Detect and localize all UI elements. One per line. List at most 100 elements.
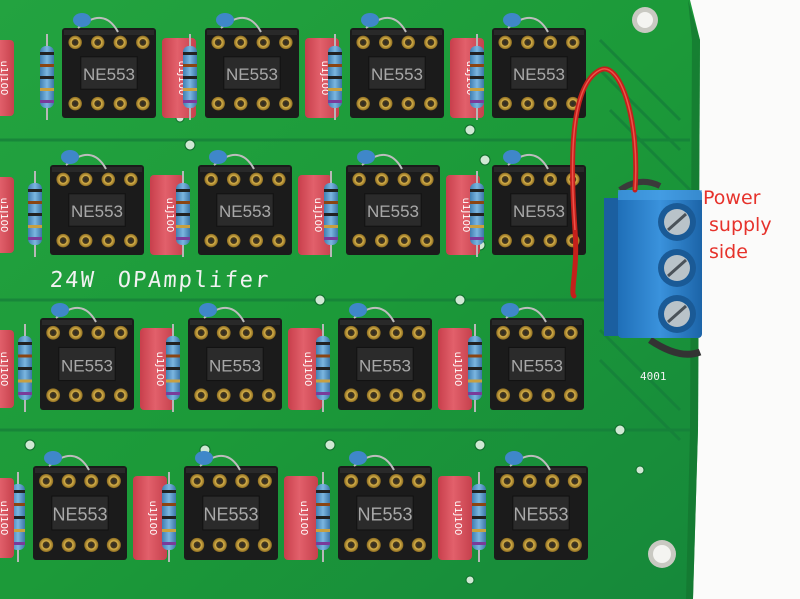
chip-marking: NE553 [83, 65, 135, 84]
ceramic-capacitor [61, 150, 107, 170]
socket-pin [344, 473, 359, 489]
socket-pin [411, 325, 426, 340]
capacitor-marking: u1J100 [319, 61, 330, 96]
socket-pin [420, 233, 434, 248]
socket-pin [61, 473, 76, 489]
socket-pin [543, 172, 558, 187]
socket-pin [90, 35, 105, 50]
resistor [470, 34, 484, 120]
capacitor-marking: u1J100 [164, 198, 175, 233]
socket-pin [520, 96, 535, 111]
socket-pin [91, 388, 106, 403]
film-capacitor: u1J100 [438, 328, 472, 410]
socket-pin [272, 172, 286, 187]
capacitor-marking: u1J100 [460, 198, 471, 233]
film-capacitor: u1J100 [0, 478, 14, 558]
ceramic-capacitor [357, 150, 403, 170]
socket-pin [68, 325, 83, 340]
ic-socket: NE553 [62, 28, 156, 118]
socket-pin [356, 35, 370, 50]
socket-pin [498, 233, 512, 248]
annotation-line-2: supply [709, 214, 772, 236]
ceramic-capacitor [361, 13, 407, 33]
socket-pin [235, 537, 250, 553]
socket-pin [256, 35, 271, 50]
socket-pin [522, 473, 537, 489]
socket-pin [378, 96, 393, 111]
chip-marking: NE553 [226, 65, 278, 84]
ceramic-capacitor [195, 451, 241, 471]
socket-pin [520, 233, 535, 248]
socket-pin [84, 537, 99, 553]
resistor [176, 171, 190, 257]
ic-socket: NE553 [205, 28, 299, 118]
ceramic-capacitor [503, 150, 549, 170]
socket-pin [520, 172, 535, 187]
socket-pin [211, 96, 225, 111]
resistor [324, 171, 338, 257]
socket-pin [84, 473, 99, 489]
socket-pin [39, 537, 54, 553]
resistor [316, 324, 330, 412]
ceramic-capacitor [209, 150, 255, 170]
socket-pin [411, 388, 426, 403]
socket-pin [543, 233, 558, 248]
chip-marking: NE553 [513, 65, 565, 84]
capacitor-marking: u1J100 [298, 501, 309, 536]
socket-pin [226, 172, 241, 187]
socket-pin [78, 233, 93, 248]
chip-marking: NE553 [61, 356, 113, 375]
socket-pin [389, 325, 404, 340]
socket-pin [520, 35, 535, 50]
socket-pin [498, 96, 512, 111]
socket-pin [545, 473, 560, 489]
socket-pin [389, 388, 404, 403]
socket-pin [411, 537, 426, 553]
resistor [162, 472, 176, 562]
resistor [166, 324, 180, 412]
socket-pin [249, 172, 264, 187]
socket-pin [401, 35, 416, 50]
socket-pin [389, 537, 404, 553]
socket-pin [56, 233, 70, 248]
ceramic-capacitor [216, 13, 262, 33]
ic-socket: NE553 [346, 165, 440, 255]
socket-pin [61, 537, 76, 553]
socket-pin [518, 325, 533, 340]
annotation-line-1: Power [703, 187, 761, 209]
socket-pin [541, 325, 556, 340]
socket-pin [397, 172, 412, 187]
socket-pin [194, 388, 209, 403]
socket-pin [194, 325, 209, 340]
resistor [18, 324, 32, 412]
socket-pin [498, 35, 512, 50]
socket-pin [90, 96, 105, 111]
socket-pin [279, 35, 293, 50]
capacitor-marking: u1J100 [312, 198, 323, 233]
ic-socket: NE553 [188, 318, 282, 410]
socket-pin [352, 233, 366, 248]
socket-pin [249, 233, 264, 248]
socket-pin [261, 325, 276, 340]
socket-pin [204, 233, 218, 248]
film-capacitor: u1J100 [150, 175, 184, 255]
capacitor-marking: u1J100 [0, 501, 9, 536]
ic-socket: NE553 [338, 318, 432, 410]
ceramic-capacitor [51, 303, 97, 323]
capacitor-marking: u1J100 [452, 501, 463, 536]
socket-pin [235, 473, 250, 489]
socket-pin [543, 96, 558, 111]
socket-pin [46, 388, 61, 403]
socket-pin [239, 388, 254, 403]
socket-pin [239, 325, 254, 340]
socket-pin [226, 233, 241, 248]
socket-pin [113, 96, 128, 111]
socket-pin [212, 473, 227, 489]
ic-socket: NE553 [198, 165, 292, 255]
socket-pin [124, 233, 138, 248]
film-capacitor: u1J100 [0, 330, 14, 408]
socket-pin [500, 473, 515, 489]
screw-terminal [604, 178, 702, 358]
ceramic-capacitor [199, 303, 245, 323]
socket-pin [101, 233, 116, 248]
